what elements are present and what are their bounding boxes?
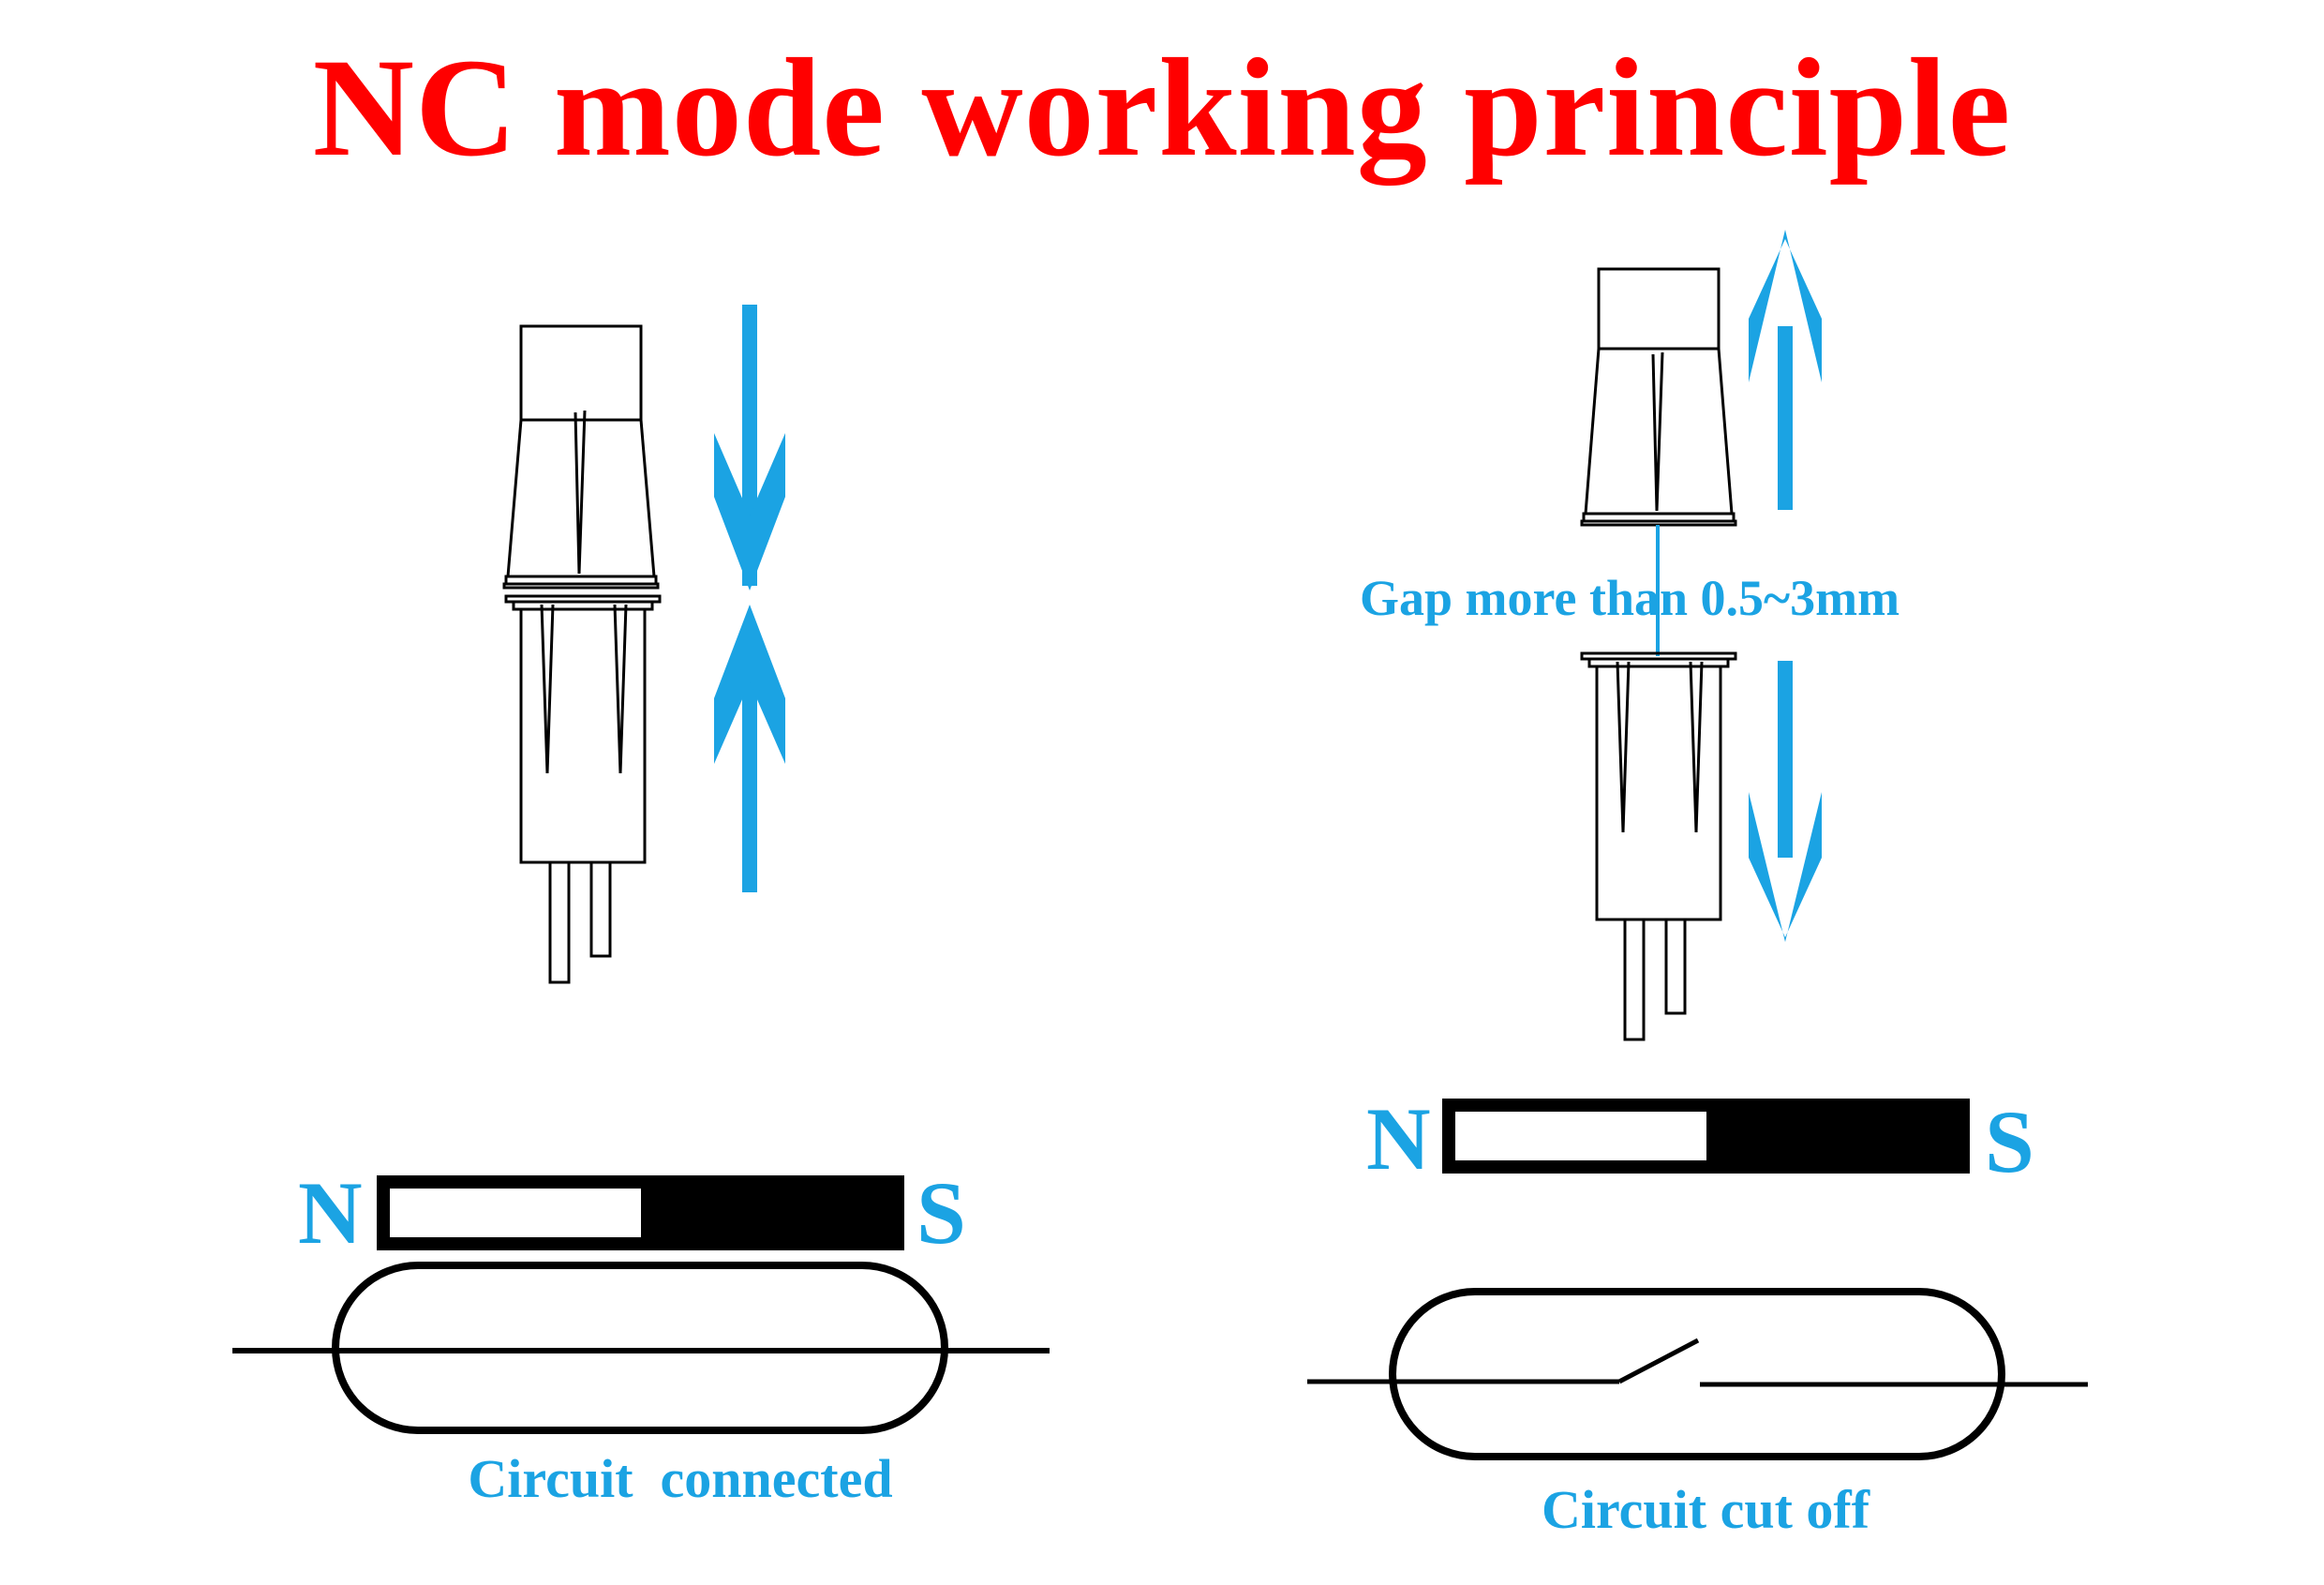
- left-pole-n-label: N: [298, 1163, 363, 1263]
- left-magnet: [377, 1175, 904, 1250]
- left-pole-s-label: S: [916, 1163, 966, 1263]
- page-title: NC mode working principle: [312, 30, 2012, 186]
- right-arrow-up-icon: [1749, 230, 1822, 510]
- right-magnet: [1442, 1099, 1970, 1174]
- right-reed-switch-open: [1307, 1288, 2088, 1460]
- gap-label: Gap more than 0.5~3mm: [1360, 570, 1899, 626]
- right-arrow-down-icon: [1749, 661, 1822, 942]
- right-pole-n-label: N: [1366, 1089, 1431, 1189]
- right-sensor-upper-part: [1580, 267, 1737, 527]
- left-sensor-lower-part: [504, 594, 662, 984]
- left-caption: Circuit connected: [468, 1448, 892, 1509]
- left-arrow-down-icon: [714, 305, 785, 591]
- left-arrow-up-icon: [714, 605, 785, 892]
- right-pole-s-label: S: [1985, 1092, 2034, 1191]
- right-caption: Circuit cut off: [1542, 1479, 1870, 1540]
- left-sensor-upper-part: [502, 324, 660, 590]
- right-sensor-lower-part: [1580, 651, 1737, 1041]
- left-reed-switch-closed: [232, 1262, 1050, 1434]
